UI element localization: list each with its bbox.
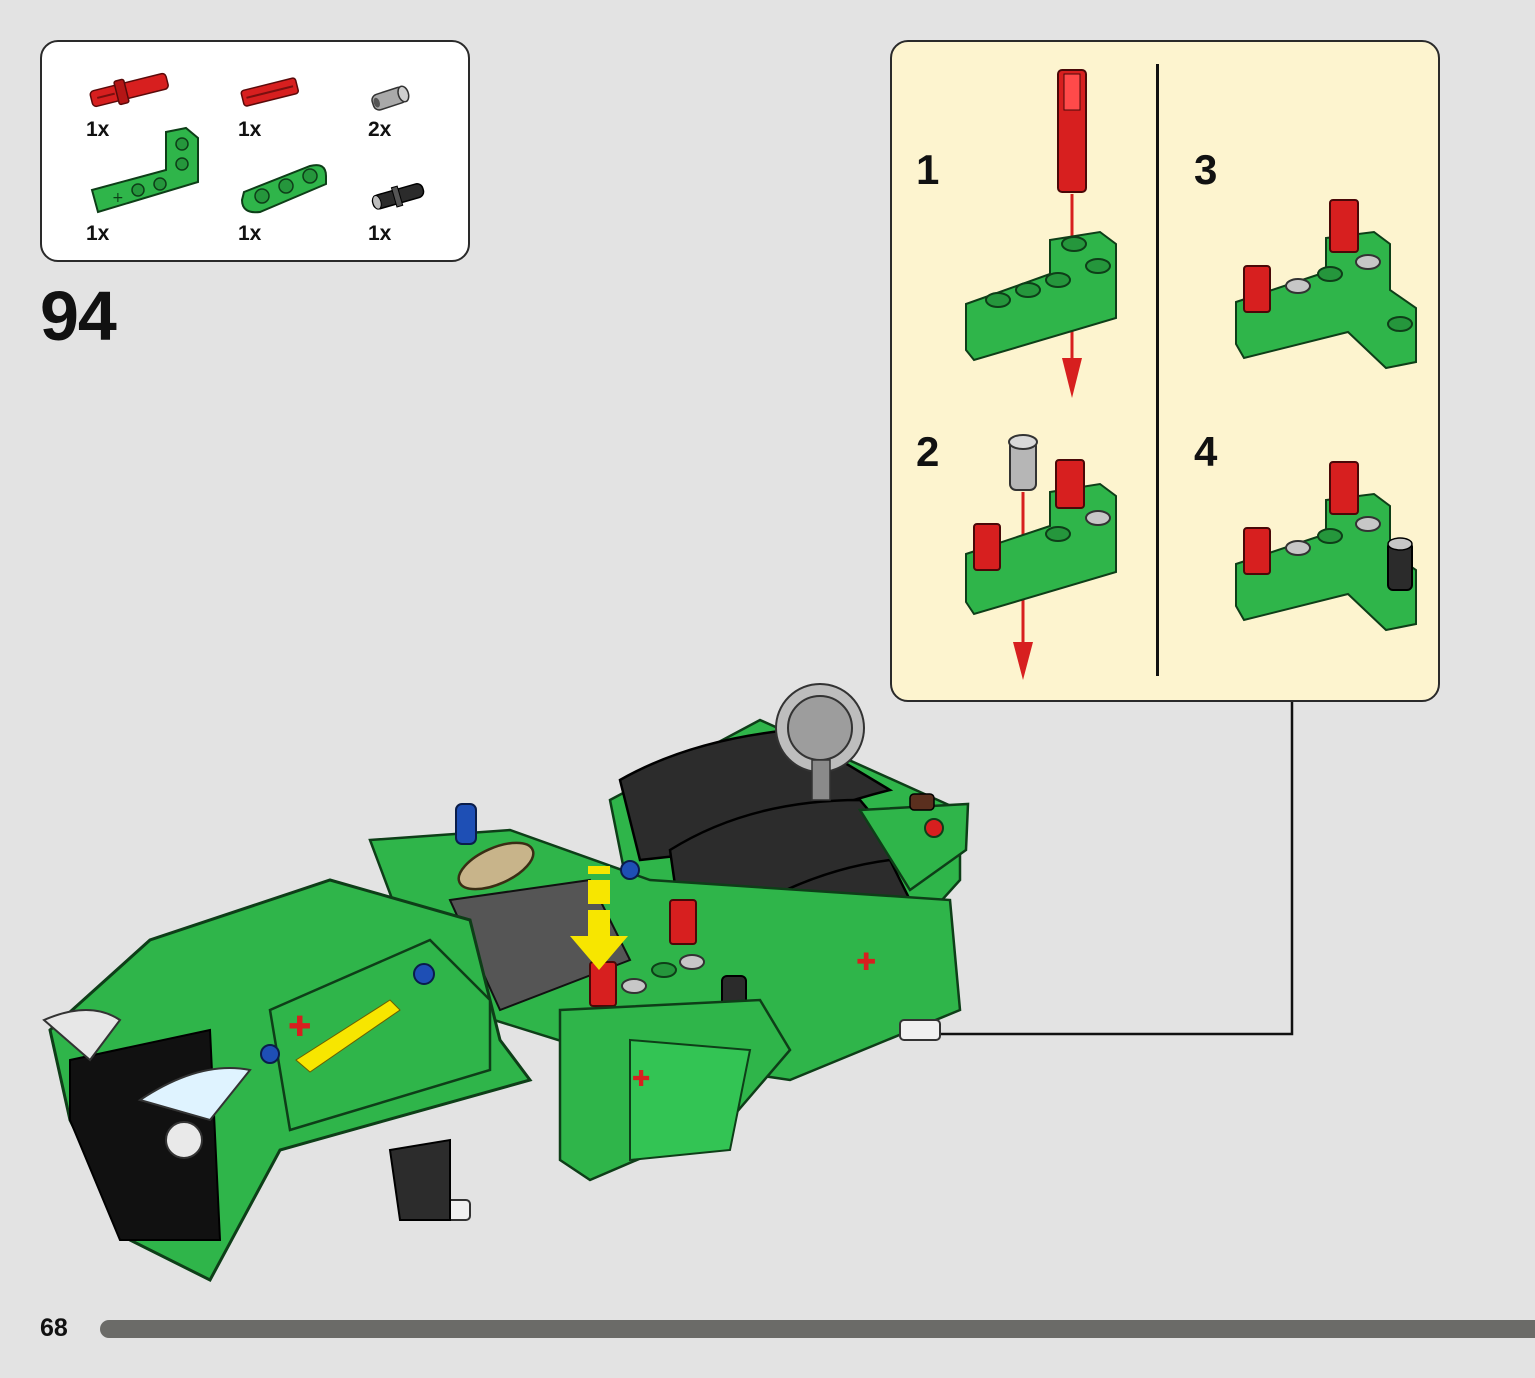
gray-pin-icon [368,80,414,116]
page-progress-bar [100,1320,1535,1338]
page-number: 68 [40,1314,68,1342]
substep-number: 1 [916,146,940,193]
parts-list-box: 1x 1x 2x + 1x [40,40,470,262]
black-pin-icon [368,176,430,216]
qty-label: 2x [368,118,392,141]
red-axle-short-icon [238,72,302,114]
substep-2-illustration [960,430,1130,695]
substep-number: 3 [1194,146,1218,193]
subassembly-callout: 1 2 3 4 [890,40,1440,702]
qty-label: 1x [368,222,392,245]
substep-number: 4 [1194,428,1218,475]
green-l-beam-icon: + [86,124,206,220]
main-model-illustration: ✚ ✚ ✚ [30,680,990,1315]
substep-1-illustration [960,64,1130,409]
qty-label: 1x [86,118,110,141]
substep-3-illustration [1230,192,1430,387]
step-number: 94 [40,277,117,355]
svg-text:+: + [112,190,124,206]
green-beam-3-icon [238,156,330,218]
callout-divider [1156,64,1159,676]
substep-number: 2 [916,428,940,475]
qty-label: 1x [238,118,262,141]
svg-text:✚: ✚ [288,1010,311,1043]
red-axle-pin-icon [86,66,172,112]
svg-text:✚: ✚ [632,1067,650,1092]
qty-label: 1x [238,222,262,245]
qty-label: 1x [86,222,110,245]
substep-4-illustration [1230,454,1430,649]
svg-text:✚: ✚ [856,948,876,976]
